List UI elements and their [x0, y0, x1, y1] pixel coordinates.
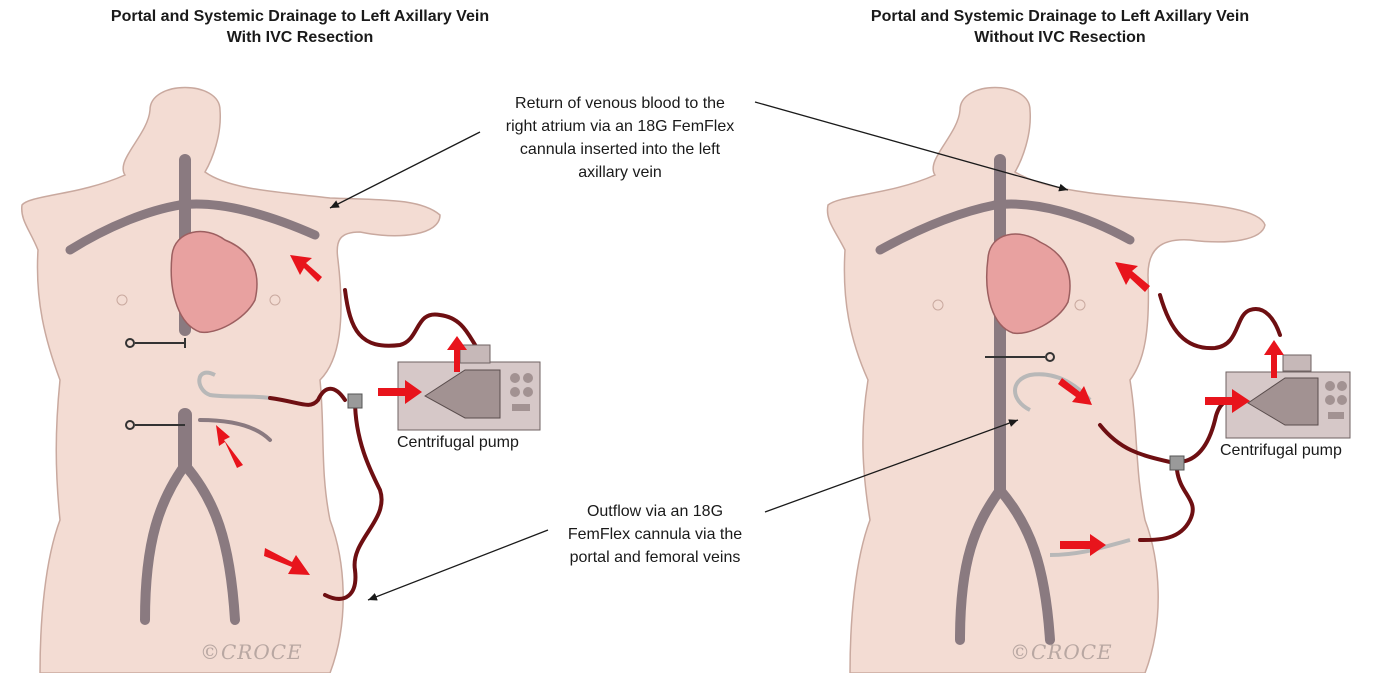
callout-return-line4: axillary vein: [470, 161, 770, 184]
artist-signature-right: ©CROCE: [1010, 640, 1113, 664]
artist-signature-left: ©CROCE: [200, 640, 303, 664]
right-centrifugal-pump[interactable]: [1226, 355, 1350, 438]
callout-return-line1: Return of venous blood to the: [470, 92, 770, 115]
left-centrifugal-pump[interactable]: [398, 345, 540, 430]
leader-return-left: [330, 132, 480, 208]
callout-return-line3: cannula inserted into the left: [470, 138, 770, 161]
left-body-figure: [22, 88, 540, 673]
pump-label-left: Centrifugal pump: [397, 434, 519, 452]
right-y-connector: [1170, 456, 1184, 470]
left-y-connector: [348, 394, 362, 408]
right-body-figure: [827, 88, 1350, 673]
callout-return: Return of venous blood to the right atri…: [470, 92, 770, 184]
callout-return-line2: right atrium via an 18G FemFlex: [470, 115, 770, 138]
pump-label-right: Centrifugal pump: [1220, 442, 1342, 460]
callout-outflow: Outflow via an 18G FemFlex cannula via t…: [510, 500, 800, 569]
callout-outflow-line2: FemFlex cannula via the: [510, 523, 800, 546]
callout-outflow-line1: Outflow via an 18G: [510, 500, 800, 523]
callout-outflow-line3: portal and femoral veins: [510, 546, 800, 569]
